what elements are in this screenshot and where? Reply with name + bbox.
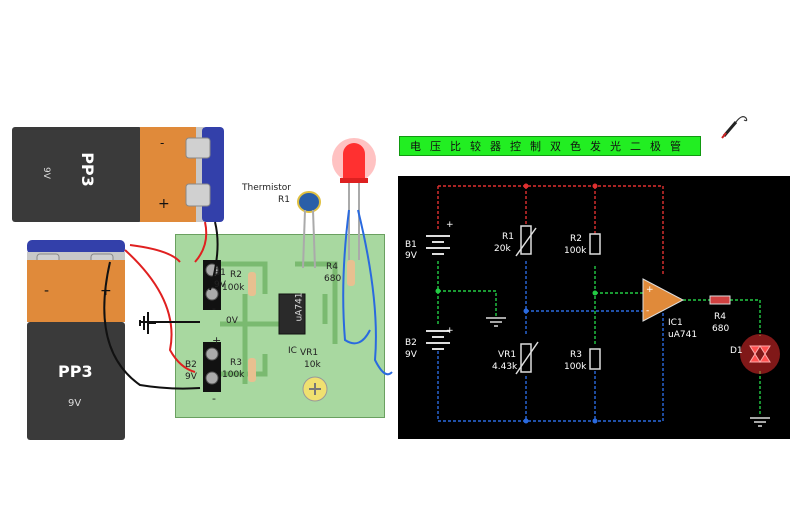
battery-top[interactable] bbox=[10, 124, 225, 224]
pcb-label-vr1: VR1 bbox=[300, 348, 319, 358]
sch-opamp-minus: - bbox=[646, 306, 650, 316]
battery-bottom-voltage: 9V bbox=[68, 398, 82, 409]
pcb-label-r3: R3 bbox=[230, 358, 242, 368]
sch-b1: B1 bbox=[405, 240, 417, 250]
schematic-panel bbox=[398, 176, 790, 439]
pcb-plus-bottom: + bbox=[212, 334, 222, 347]
pcb-minus-top: - bbox=[212, 302, 216, 315]
pcb-label-ic: IC bbox=[288, 346, 297, 356]
sch-b1-plus: + bbox=[446, 220, 454, 230]
pcb-label-b2: B2 bbox=[185, 360, 197, 370]
battery-top-plus: + bbox=[158, 196, 170, 212]
ground-icon bbox=[139, 312, 156, 334]
pcb-label-r4-v: 680 bbox=[324, 274, 342, 284]
thermistor-ref: R1 bbox=[278, 195, 290, 205]
sch-r2-v: 100k bbox=[564, 246, 587, 256]
led-icon[interactable] bbox=[332, 132, 376, 262]
pcb-label-vr1-v: 10k bbox=[304, 360, 321, 370]
battery-bottom-plus: + bbox=[100, 283, 112, 299]
battery-top-brand: PP3 bbox=[77, 152, 97, 187]
sch-r1-v: 20k bbox=[494, 244, 511, 254]
pcb-label-b2-v: 9V bbox=[185, 372, 197, 382]
thermistor[interactable] bbox=[296, 190, 322, 270]
sch-r2: R2 bbox=[570, 234, 582, 244]
pcb-label-r4: R4 bbox=[326, 262, 338, 272]
sch-d1: D1 bbox=[730, 346, 743, 356]
pcb-label-r3-v: 100k bbox=[222, 370, 245, 380]
battery-bottom-minus: - bbox=[44, 283, 50, 299]
sch-r1: R1 bbox=[502, 232, 514, 242]
test-probe-icon[interactable] bbox=[718, 110, 750, 140]
schematic bbox=[426, 183, 780, 427]
battery-bottom-brand: PP3 bbox=[58, 362, 93, 381]
thermistor-label: Thermistor bbox=[242, 183, 291, 193]
breadboard-traces bbox=[203, 260, 355, 402]
pcb-label-b1: B1 bbox=[214, 268, 226, 278]
pcb-label-0v: 0V bbox=[226, 316, 238, 326]
battery-top-voltage: 9V bbox=[40, 167, 51, 179]
sch-b2-plus: + bbox=[446, 326, 454, 336]
pcb-ic-chip: uA741 bbox=[294, 292, 305, 322]
sch-b1-v: 9V bbox=[405, 251, 417, 261]
pcb-label-r2: R2 bbox=[230, 270, 242, 280]
diagram-title: 电压比较器控制双色发光二极管 bbox=[399, 136, 701, 156]
sch-opamp-plus: + bbox=[646, 285, 654, 295]
sch-ic1: IC1 bbox=[668, 318, 683, 328]
pcb-label-r2-v: 100k bbox=[222, 283, 245, 293]
sch-r4-v: 680 bbox=[712, 324, 730, 334]
sch-r3: R3 bbox=[570, 350, 582, 360]
sch-vr1-v: 4.43k bbox=[492, 362, 518, 372]
sch-b2: B2 bbox=[405, 338, 417, 348]
sch-ic1-v: uA741 bbox=[668, 330, 698, 340]
sch-r4: R4 bbox=[714, 312, 726, 322]
battery-bottom[interactable] bbox=[25, 238, 130, 443]
battery-top-minus: - bbox=[160, 136, 165, 150]
sch-b2-v: 9V bbox=[405, 350, 417, 360]
sch-vr1: VR1 bbox=[498, 350, 517, 360]
pcb-minus-bottom: - bbox=[212, 392, 216, 405]
pcb-label-b1-v: 9V bbox=[214, 280, 226, 290]
sch-r3-v: 100k bbox=[564, 362, 587, 372]
